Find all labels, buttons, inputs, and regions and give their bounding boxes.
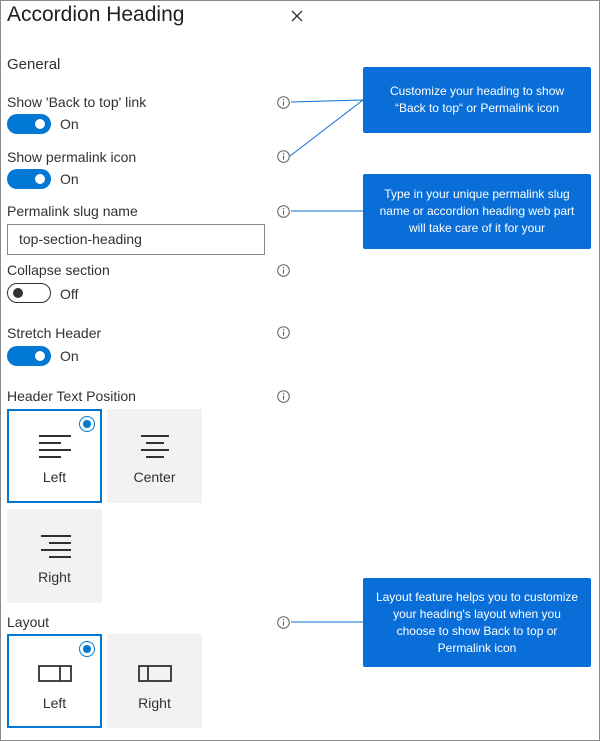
- layout-left-tile[interactable]: Left: [7, 634, 102, 728]
- layout-right-tile[interactable]: Right: [107, 634, 202, 728]
- permalink-icon-toggle[interactable]: [7, 169, 51, 189]
- tile-label: Left: [42, 469, 67, 485]
- collapse-toggle[interactable]: [7, 283, 51, 303]
- permalink-icon-label: Show permalink icon: [7, 149, 137, 165]
- panel-title: Accordion Heading: [7, 3, 185, 26]
- layout-right-icon: [137, 665, 172, 682]
- stretch-state: On: [60, 348, 79, 364]
- stretch-label: Stretch Header: [7, 325, 102, 341]
- align-left-icon: [38, 435, 71, 458]
- layout-left-icon: [37, 665, 72, 682]
- back-to-top-state: On: [60, 116, 79, 132]
- tile-label: Right: [38, 569, 71, 585]
- callout-slug: Type in your unique permalink slug name …: [363, 174, 591, 249]
- collapse-label: Collapse section: [7, 262, 110, 278]
- callout-back-to-top: Customize your heading to show “Back to …: [363, 67, 591, 133]
- permalink-icon-state: On: [60, 171, 79, 187]
- info-icon[interactable]: [277, 390, 290, 403]
- section-title-general: General: [7, 56, 61, 73]
- info-icon[interactable]: [277, 96, 290, 109]
- close-icon[interactable]: [286, 5, 308, 27]
- selected-check-icon: [79, 416, 95, 432]
- toggle-knob: [13, 288, 23, 298]
- slug-label: Permalink slug name: [7, 203, 138, 219]
- layout-label: Layout: [7, 614, 50, 630]
- info-icon[interactable]: [277, 326, 290, 339]
- back-to-top-toggle[interactable]: [7, 114, 51, 134]
- callout-layout: Layout feature helps you to customize yo…: [363, 578, 591, 667]
- tile-label: Left: [42, 695, 67, 711]
- toggle-knob: [35, 174, 45, 184]
- align-right-icon: [40, 535, 71, 558]
- info-icon[interactable]: [277, 205, 290, 218]
- toggle-knob: [35, 351, 45, 361]
- tile-label: Center: [133, 469, 176, 485]
- slug-input[interactable]: top-section-heading: [7, 224, 265, 255]
- text-position-label: Header Text Position: [7, 388, 136, 404]
- info-icon[interactable]: [277, 616, 290, 629]
- toggle-knob: [35, 119, 45, 129]
- tile-label: Right: [138, 695, 171, 711]
- back-to-top-label: Show 'Back to top' link: [7, 94, 147, 110]
- align-center-icon: [140, 435, 169, 458]
- text-position-center-tile[interactable]: Center: [107, 409, 202, 503]
- info-icon[interactable]: [277, 264, 290, 277]
- text-position-right-tile[interactable]: Right: [7, 509, 102, 603]
- collapse-state: Off: [60, 286, 79, 302]
- text-position-left-tile[interactable]: Left: [7, 409, 102, 503]
- selected-check-icon: [79, 641, 95, 657]
- stretch-toggle[interactable]: [7, 346, 51, 366]
- info-icon[interactable]: [277, 150, 290, 163]
